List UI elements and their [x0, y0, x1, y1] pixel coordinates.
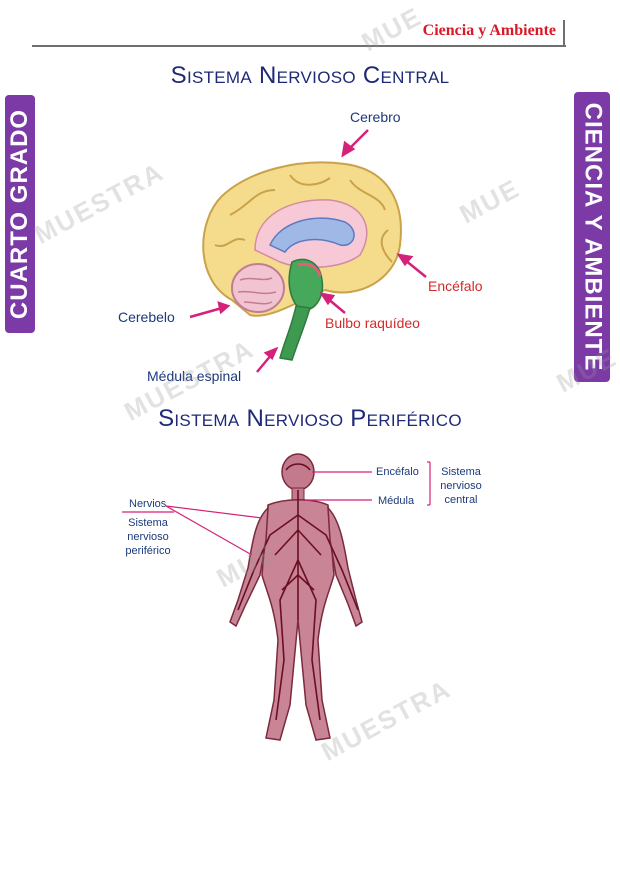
header-rule — [32, 45, 566, 47]
label-snc: Sistema nervioso central — [438, 465, 484, 507]
label-snc-line1: Sistema — [441, 466, 481, 478]
side-tab-subject: CIENCIA Y AMBIENTE — [574, 92, 610, 382]
side-tab-grade: CUARTO GRADO — [5, 95, 35, 333]
label-nervios: Nervios — [129, 498, 167, 510]
label-snc-line3: central — [444, 494, 478, 506]
label-snp-line1: Sistema — [128, 517, 168, 529]
label-encefalo: Encéfalo — [428, 278, 483, 294]
label-medula-espinal: Médula espinal — [147, 368, 242, 384]
cerebellum-shape — [231, 263, 285, 313]
label-snp-line3: periférico — [125, 545, 171, 557]
corpus-callosum — [269, 217, 355, 253]
label-bulbo: Bulbo raquídeo — [325, 315, 420, 331]
label-medula: Médula — [378, 495, 415, 507]
brainstem-shape — [288, 258, 324, 311]
label-snp: Sistema nervioso periférico — [121, 516, 175, 558]
section-title-peripheral: Sistema Nervioso Periférico — [158, 405, 462, 432]
label-cerebelo: Cerebelo — [118, 309, 175, 325]
header-title: Ciencia y Ambiente — [422, 22, 556, 39]
section-title-central: Sistema Nervioso Central — [170, 62, 450, 89]
body-figure — [229, 453, 363, 741]
spinal-cord-shape — [279, 305, 311, 361]
label-encefalo-2: Encéfalo — [376, 466, 419, 478]
label-snc-line2: nervioso — [440, 480, 482, 492]
header-divider — [563, 20, 565, 47]
label-cerebro: Cerebro — [350, 109, 401, 125]
label-snp-line2: nervioso — [127, 531, 169, 543]
